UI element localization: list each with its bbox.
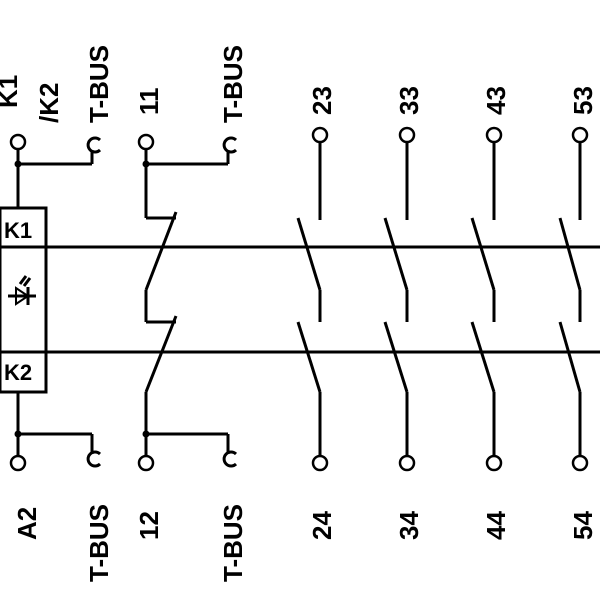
terminal-a2 (9, 454, 27, 472)
contact-53-54 (558, 126, 589, 472)
tbus-connector-bottom-left (86, 450, 102, 468)
terminal-23 (311, 126, 329, 144)
terminal-24 (311, 454, 329, 472)
label-terminal-24: 24 (307, 511, 337, 540)
label-terminal-54: 54 (568, 511, 598, 540)
label-terminal-53: 53 (568, 86, 598, 115)
label-terminal-44: 44 (481, 511, 511, 540)
label-k2-slash: /K2 (34, 83, 64, 123)
terminal-54 (571, 454, 589, 472)
label-terminal-23: 23 (307, 86, 337, 115)
contact-11-12 (137, 133, 238, 472)
label-terminal-12: 12 (134, 511, 164, 540)
terminal-a1 (9, 133, 27, 151)
tbus-connector-top-left (86, 136, 102, 154)
label-a2: A2 (12, 507, 42, 540)
contact-23-24 (296, 126, 329, 472)
contact-43-44 (470, 126, 503, 472)
relay-module: K1 K2 (0, 206, 48, 394)
terminal-34 (398, 454, 416, 472)
relay-k2-label: K2 (4, 360, 32, 385)
terminal-53 (571, 126, 589, 144)
label-terminal-34: 34 (394, 511, 424, 540)
label-tbus-bottom-left: T-BUS (84, 504, 114, 582)
label-tbus-bottom-right: T-BUS (218, 504, 248, 582)
label-k1-partial: K1 (0, 75, 23, 108)
terminal-43 (485, 126, 503, 144)
label-terminal-43: 43 (481, 86, 511, 115)
label-terminal-33: 33 (394, 86, 424, 115)
label-tbus-top-left: T-BUS (84, 45, 114, 123)
terminal-11 (137, 133, 155, 151)
terminal-12 (137, 454, 155, 472)
tbus-connector-bottom-right (222, 450, 238, 468)
coil-wiring (9, 133, 102, 472)
relay-k1-label: K1 (4, 218, 32, 243)
terminal-44 (485, 454, 503, 472)
led-diode-icon (8, 275, 36, 306)
label-terminal-11: 11 (134, 88, 164, 116)
label-tbus-top-right: T-BUS (218, 45, 248, 123)
tbus-connector-top-right (222, 136, 238, 154)
contact-33-34 (383, 126, 416, 472)
terminal-33 (398, 126, 416, 144)
